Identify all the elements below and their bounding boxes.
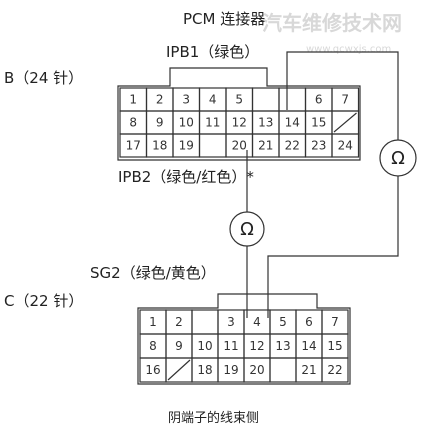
pin-number: 12 bbox=[232, 116, 247, 130]
pin-number: 18 bbox=[197, 363, 212, 377]
pin-number: 10 bbox=[179, 116, 194, 130]
ohm-icon: Ω bbox=[391, 148, 405, 169]
watermark-url: www.qcwxjs.com bbox=[306, 44, 391, 55]
pin-number: 13 bbox=[275, 339, 290, 353]
pin-number: 1 bbox=[129, 93, 137, 107]
pin-number: 13 bbox=[258, 116, 273, 130]
pin-number: 22 bbox=[285, 139, 300, 153]
connector-c-outline bbox=[137, 293, 351, 385]
pin-number: 16 bbox=[145, 363, 160, 377]
pin-number: 4 bbox=[253, 315, 261, 329]
ohm-icon: Ω bbox=[240, 219, 254, 240]
pin-number: 9 bbox=[175, 339, 183, 353]
pin-number: 8 bbox=[129, 116, 137, 130]
pin-number: 3 bbox=[182, 93, 190, 107]
pin-number: 6 bbox=[315, 93, 323, 107]
pin-number: 19 bbox=[179, 139, 194, 153]
pin-number: 14 bbox=[301, 339, 316, 353]
connector-c-label: C（22 针） bbox=[4, 292, 83, 310]
empty-pin-slash bbox=[333, 112, 357, 133]
pin-number: 7 bbox=[331, 315, 339, 329]
pin-number: 5 bbox=[279, 315, 287, 329]
pin-cell bbox=[331, 133, 360, 158]
connector-c-grid bbox=[139, 309, 349, 383]
pin-number: 1 bbox=[149, 315, 157, 329]
wire-right-down bbox=[267, 176, 399, 318]
pin-number: 23 bbox=[311, 139, 326, 153]
test-wires bbox=[246, 51, 399, 318]
pin-number: 15 bbox=[327, 339, 342, 353]
pin-cell bbox=[198, 133, 227, 158]
pin-number: 8 bbox=[149, 339, 157, 353]
pin-number: 17 bbox=[126, 139, 141, 153]
empty-pin-slash bbox=[167, 359, 191, 381]
pin-number: 21 bbox=[258, 139, 273, 153]
ohmmeter-left: Ω bbox=[229, 211, 265, 247]
pin-number: 24 bbox=[338, 139, 353, 153]
pin-number: 5 bbox=[235, 93, 243, 107]
pin-number: 12 bbox=[249, 339, 264, 353]
pin-number: 6 bbox=[305, 315, 313, 329]
pin-number: 3 bbox=[227, 315, 235, 329]
pin-number: 4 bbox=[209, 93, 217, 107]
ipb1-label: IPB1（绿色） bbox=[166, 43, 259, 61]
pin-cell bbox=[269, 357, 297, 383]
pin-number: 21 bbox=[301, 363, 316, 377]
pin-number: 19 bbox=[223, 363, 238, 377]
sg2-label: SG2（绿色/黄色） bbox=[90, 264, 216, 282]
watermark-text: 汽车维修技术网 bbox=[262, 11, 402, 35]
ipb2-label: IPB2（绿色/红色）* bbox=[118, 168, 254, 186]
pin-cell bbox=[278, 87, 307, 112]
diagram-title: PCM 连接器 bbox=[183, 10, 265, 28]
pin-number: 20 bbox=[249, 363, 264, 377]
pin-number: 15 bbox=[311, 116, 326, 130]
connector-b-outline bbox=[117, 67, 361, 161]
pin-cell bbox=[191, 309, 219, 335]
caption: 阴端子的线束侧 bbox=[168, 410, 259, 426]
pin-number: 11 bbox=[223, 339, 238, 353]
pin-cell bbox=[251, 87, 280, 112]
ohmmeter-right: Ω bbox=[379, 139, 417, 177]
connector-b-grid bbox=[119, 87, 360, 158]
wire-b14-right bbox=[286, 51, 399, 140]
pin-number: 2 bbox=[175, 315, 183, 329]
pin-number: 11 bbox=[205, 116, 220, 130]
pin-number: 10 bbox=[197, 339, 212, 353]
pin-number: 9 bbox=[156, 116, 164, 130]
pin-cell bbox=[321, 357, 349, 383]
pin-number: 18 bbox=[152, 139, 167, 153]
pin-number: 7 bbox=[341, 93, 349, 107]
pin-number: 2 bbox=[156, 93, 164, 107]
pin-number: 22 bbox=[327, 363, 342, 377]
pin-number: 14 bbox=[285, 116, 300, 130]
connector-b-label: B（24 针） bbox=[4, 69, 83, 87]
pin-number: 20 bbox=[232, 139, 247, 153]
